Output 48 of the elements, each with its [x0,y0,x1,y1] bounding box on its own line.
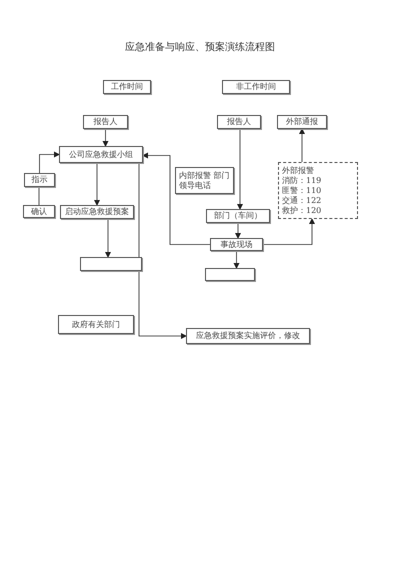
arrow [299,128,305,162]
process-box [24,173,55,187]
diagram-title: 应急准备与响应、预案演练流程图 [124,40,276,54]
arrow [262,218,315,245]
process-box [80,257,142,271]
arrow [105,218,111,258]
process-box [205,268,255,281]
alarm-info-box [278,162,358,219]
node-text: 指示 [32,175,48,185]
node-text: 工作时间 [111,82,143,92]
arrow [94,162,100,206]
process-box [83,115,128,129]
process-box [186,328,310,344]
node-text: 部门（车间） [214,211,262,221]
arrow [237,128,243,210]
node-text: 确认 [31,206,47,216]
node-text: 匪警：110 [282,186,322,196]
node-text: 消防：119 [282,176,322,186]
process-box [277,115,327,129]
node-text: 外部通报 [286,117,318,127]
node-text: 外部报警 [282,166,314,176]
node-text: 交通：122 [282,196,322,206]
arrow [235,222,241,239]
node-text: 非工作时间 [236,82,276,92]
node-text: 报告人 [94,117,118,127]
process-box [103,80,151,94]
arrow [138,162,187,339]
node-text: 内部报警 部门领导电话 [179,170,230,190]
process-box [60,205,134,219]
process-box [217,115,261,129]
node-text: 公司应急救援小组 [69,150,133,160]
arrow [39,152,60,174]
arrow [102,128,108,147]
process-box [175,167,234,194]
process-box [210,238,263,251]
arrow [234,250,240,269]
node-text: 政府有关部门 [72,320,120,330]
node-text: 应急救援预案实施评价，修改 [196,331,300,341]
process-box [58,315,134,334]
process-box [206,209,270,223]
arrow [142,152,210,245]
process-box [222,80,290,94]
process-box [23,205,55,218]
node-text: 报告人 [227,117,251,127]
node-text: 事故现场 [220,240,252,250]
process-box [59,146,143,163]
node-text: 启动应急救援预案 [65,207,129,217]
node-text: 救护：120 [282,206,322,216]
